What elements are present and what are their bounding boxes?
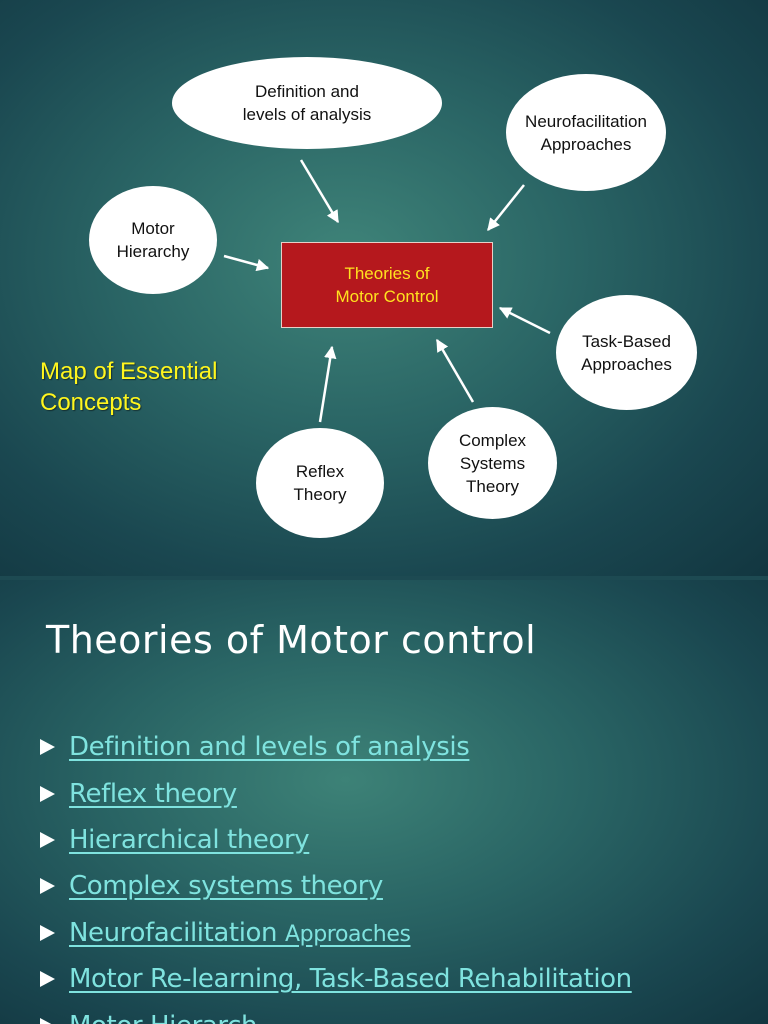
arrow-task-based [498, 306, 551, 335]
link-reflex-theory[interactable]: Reflex theory [69, 778, 237, 809]
link-complex-systems-theory[interactable]: Complex systems theory [69, 871, 383, 902]
node-neurofacilitation: Neurofacilitation Approaches [506, 74, 666, 191]
bullet-triangle-icon [40, 878, 55, 895]
link-definition[interactable]: Definition and levels of analysis [69, 732, 470, 763]
bullet-triangle-icon [40, 1017, 55, 1024]
node-task-based: Task-Based Approaches [556, 295, 697, 410]
arrow-definition [299, 159, 340, 224]
list-item: Motor Re-learning, Task-Based Rehabilita… [40, 956, 632, 1002]
bullet-triangle-icon [40, 971, 55, 988]
node-complex-systems: Complex Systems Theory [428, 407, 557, 519]
list-item: Neurofacilitation Approaches [40, 910, 632, 956]
arrow-reflex [318, 345, 337, 423]
link-motor-relearning[interactable]: Motor Re-learning, Task-Based Rehabilita… [69, 964, 632, 995]
link-hierarchical-theory[interactable]: Hierarchical theory [69, 824, 310, 855]
node-reflex: Reflex Theory [256, 428, 384, 538]
link-motor-hierarchy[interactable]: Motor Hierarch [69, 1011, 257, 1024]
arrow-layer [223, 159, 551, 423]
list-item: Reflex theory [40, 770, 632, 816]
node-definition: Definition and levels of analysis [172, 57, 442, 149]
list-item: Complex systems theory [40, 863, 632, 909]
theories-list: Definition and levels of analysis Reflex… [40, 724, 632, 1024]
bullet-triangle-icon [40, 924, 55, 941]
map-caption: Map of Essential Concepts [40, 358, 218, 416]
concept-map-slide: Definition and levels of analysis Neurof… [0, 0, 768, 576]
bullet-triangle-icon [40, 785, 55, 802]
slide-divider [0, 576, 768, 580]
link-neurofacilitation-main: Neurofacilitation [69, 917, 285, 948]
theories-list-slide: Theories of Motor control Definition and… [0, 580, 768, 1024]
arrow-neurofacilitation [487, 184, 525, 231]
center-node-theories: Theories of Motor Control [281, 242, 493, 328]
node-motor-hierarchy: Motor Hierarchy [89, 186, 217, 294]
link-neurofacilitation-approaches: Approaches [285, 921, 411, 947]
link-neurofacilitation[interactable]: Neurofacilitation Approaches [69, 918, 411, 948]
bullet-triangle-icon [40, 831, 55, 848]
arrow-complex-systems [435, 338, 475, 403]
slide-title: Theories of Motor control [46, 618, 537, 662]
arrow-motor-hierarchy [223, 254, 270, 272]
bullet-triangle-icon [40, 739, 55, 756]
list-item: Motor Hierarch [40, 1002, 632, 1024]
list-item: Definition and levels of analysis [40, 724, 632, 770]
list-item: Hierarchical theory [40, 817, 632, 863]
